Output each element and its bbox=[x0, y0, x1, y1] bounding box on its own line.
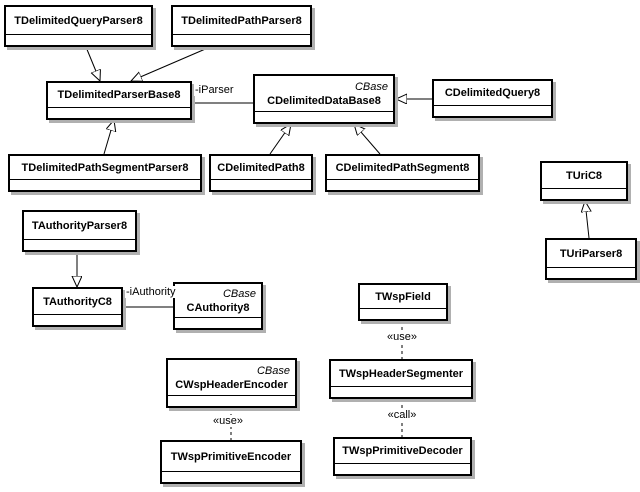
class-title-compartment: CDelimitedQuery8 bbox=[434, 81, 551, 105]
generalization-arrow-CDelimitedPath8-to-CDelimitedDataBase8 bbox=[269, 124, 291, 155]
empty-members-compartment bbox=[173, 34, 310, 45]
class-title-compartment: TUriC8 bbox=[542, 163, 626, 188]
class-name: CDelimitedQuery8 bbox=[444, 87, 541, 99]
class-name: TWspPrimitiveEncoder bbox=[170, 450, 292, 463]
class-name: CDelimitedPath8 bbox=[217, 161, 305, 174]
generalization-arrow-CDelimitedPathSegment8-to-CDelimitedDataBase8 bbox=[354, 124, 381, 155]
class-title-compartment: TUriParser8 bbox=[547, 240, 635, 267]
class-box-CDelimitedQuery8: CDelimitedQuery8 bbox=[432, 79, 553, 118]
class-name: CWspHeaderEncoder bbox=[175, 378, 288, 391]
class-box-TWspPrimitiveEncoder: TWspPrimitiveEncoder bbox=[160, 440, 302, 484]
class-title-compartment: TAuthorityC8 bbox=[34, 289, 121, 314]
empty-members-compartment bbox=[6, 34, 151, 45]
class-name: TUriParser8 bbox=[559, 247, 623, 260]
relation-label-call: «call» bbox=[386, 409, 418, 421]
class-name: TWspPrimitiveDecoder bbox=[342, 445, 463, 457]
class-name: TUriC8 bbox=[565, 169, 603, 182]
relation-label-iAuthority: -iAuthority bbox=[125, 286, 177, 298]
empty-members-compartment bbox=[211, 179, 311, 190]
generalization-arrow-TDelimitedPathParser8-to-TDelimitedParserBase8 bbox=[131, 46, 211, 81]
empty-members-compartment bbox=[34, 314, 121, 325]
class-name: TAuthorityC8 bbox=[43, 295, 112, 308]
class-box-TDelimitedParserBase8: TDelimitedParserBase8 bbox=[46, 81, 192, 120]
class-box-TWspHeaderSegmenter: TWspHeaderSegmenter bbox=[329, 359, 473, 399]
class-box-CDelimitedPath8: CDelimitedPath8 bbox=[209, 154, 313, 192]
generalization-arrow-TDelimitedQueryParser8-to-TDelimitedParserBase8 bbox=[85, 46, 100, 81]
relation-label-use: «use» bbox=[386, 331, 418, 343]
class-name: TWspHeaderSegmenter bbox=[338, 367, 464, 380]
base-class-annotation: CBase bbox=[354, 80, 388, 93]
empty-members-compartment bbox=[24, 239, 135, 250]
class-name: CAuthority8 bbox=[186, 301, 250, 314]
class-name: TDelimitedParserBase8 bbox=[57, 89, 181, 101]
class-box-TAuthorityC8: TAuthorityC8 bbox=[32, 287, 123, 327]
base-class-annotation: CBase bbox=[222, 287, 256, 300]
empty-members-compartment bbox=[168, 395, 295, 406]
class-box-TDelimitedPathSegmentParser8: TDelimitedPathSegmentParser8 bbox=[8, 154, 202, 192]
class-title-compartment: TWspPrimitiveDecoder bbox=[335, 439, 470, 463]
class-name: CDelimitedPathSegment8 bbox=[335, 161, 470, 174]
class-box-TUriC8: TUriC8 bbox=[540, 161, 628, 201]
empty-members-compartment bbox=[327, 179, 478, 190]
class-title-compartment: TDelimitedQueryParser8 bbox=[6, 7, 151, 34]
class-box-TWspField: TWspField bbox=[358, 283, 448, 321]
empty-members-compartment bbox=[48, 107, 190, 118]
class-name: TWspField bbox=[375, 290, 431, 303]
class-title-compartment: CDelimitedPathSegment8 bbox=[327, 156, 478, 179]
class-title-compartment: TDelimitedParserBase8 bbox=[48, 83, 190, 107]
class-title-compartment: TAuthorityParser8 bbox=[24, 212, 135, 239]
class-title-compartment: CDelimitedPath8 bbox=[211, 156, 311, 179]
generalization-arrow-TUriParser8-to-TUriC8 bbox=[585, 201, 589, 239]
empty-members-compartment bbox=[434, 105, 551, 116]
empty-members-compartment bbox=[162, 471, 300, 482]
empty-members-compartment bbox=[255, 111, 393, 122]
empty-members-compartment bbox=[10, 179, 200, 190]
class-box-TDelimitedPathParser8: TDelimitedPathParser8 bbox=[171, 5, 312, 47]
class-title-compartment: TWspHeaderSegmenter bbox=[331, 361, 471, 386]
class-name: TAuthorityParser8 bbox=[31, 219, 128, 232]
empty-members-compartment bbox=[547, 267, 635, 278]
empty-members-compartment bbox=[542, 188, 626, 199]
class-name: TDelimitedPathParser8 bbox=[181, 14, 302, 27]
empty-members-compartment bbox=[360, 308, 446, 319]
empty-members-compartment bbox=[331, 386, 471, 397]
class-box-TUriParser8: TUriParser8 bbox=[545, 238, 637, 280]
class-name: TDelimitedQueryParser8 bbox=[14, 14, 143, 27]
generalization-arrow-TDelimitedPathSegmentParser8-to-TDelimitedParserBase8 bbox=[103, 120, 114, 155]
class-box-TDelimitedQueryParser8: TDelimitedQueryParser8 bbox=[4, 5, 153, 47]
class-name: CDelimitedDataBase8 bbox=[267, 94, 381, 107]
base-class-annotation: CBase bbox=[256, 364, 290, 377]
class-box-TAuthorityParser8: TAuthorityParser8 bbox=[22, 210, 137, 252]
class-box-CDelimitedPathSegment8: CDelimitedPathSegment8 bbox=[325, 154, 480, 192]
relation-label-iParser: -iParser bbox=[194, 84, 235, 96]
class-title-compartment: TWspField bbox=[360, 285, 446, 308]
relation-label-use: «use» bbox=[212, 415, 244, 427]
empty-members-compartment bbox=[175, 317, 261, 328]
class-box-TWspPrimitiveDecoder: TWspPrimitiveDecoder bbox=[333, 437, 472, 476]
class-title-compartment: TDelimitedPathParser8 bbox=[173, 7, 310, 34]
class-title-compartment: TDelimitedPathSegmentParser8 bbox=[10, 156, 200, 179]
class-name: TDelimitedPathSegmentParser8 bbox=[21, 161, 189, 174]
class-title-compartment: TWspPrimitiveEncoder bbox=[162, 442, 300, 471]
empty-members-compartment bbox=[335, 463, 470, 474]
